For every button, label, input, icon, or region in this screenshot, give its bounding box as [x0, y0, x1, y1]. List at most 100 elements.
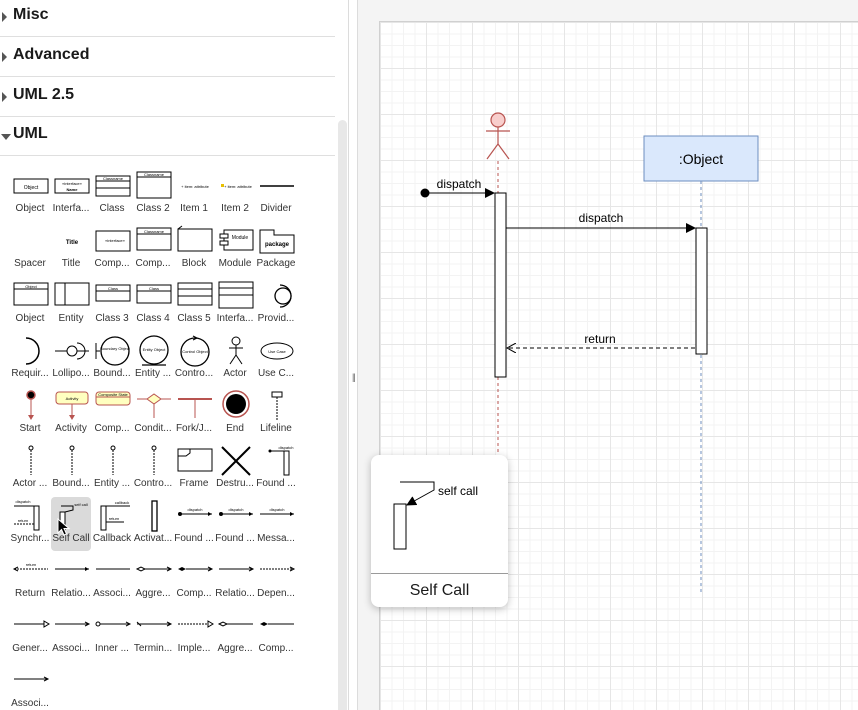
palette-item-found-thumbnail: dispatch	[268, 445, 294, 476]
palette-item-contro[interactable]: Contro...	[133, 442, 173, 496]
palette-item-relatio[interactable]: Relatio...	[215, 552, 255, 606]
palette-item-divider[interactable]: Divider	[256, 167, 296, 221]
preview-shape-label: self call	[438, 484, 478, 498]
svg-text:Title: Title	[66, 240, 79, 246]
palette-item-class-2-thumbnail: Classname	[136, 171, 172, 199]
palette-item-associ[interactable]: Associ...	[92, 552, 132, 606]
svg-text:dispatch: dispatch	[188, 507, 203, 512]
palette-item-label: Package	[256, 258, 296, 269]
palette-item-actor[interactable]: Actor	[215, 332, 255, 386]
palette-item-activat[interactable]: Activat...	[133, 497, 173, 551]
palette-item-termin[interactable]: Termin...	[133, 607, 173, 661]
palette-item-aggre[interactable]: Aggre...	[215, 607, 255, 661]
section-uml-25[interactable]: UML 2.5	[0, 78, 335, 117]
palette-item-aggre-thumbnail	[217, 621, 253, 627]
palette-item-end-thumbnail	[222, 390, 250, 418]
palette-item-found-thumbnail: dispatch	[219, 507, 253, 516]
splitter-grip-icon[interactable]: ||	[352, 372, 356, 382]
palette-item-aggre[interactable]: Aggre...	[133, 552, 173, 606]
section-misc[interactable]: Misc	[0, 0, 335, 37]
palette-item-associ[interactable]: Associ...	[10, 662, 50, 710]
palette-item-start[interactable]: Start	[10, 387, 50, 441]
palette-item-fork-j[interactable]: Fork/J...	[174, 387, 214, 441]
palette-item-relatio-thumbnail	[55, 567, 89, 571]
palette-item-entity[interactable]: Entity	[51, 277, 91, 331]
palette-item-termin-thumbnail	[136, 621, 173, 627]
palette-item-interfa[interactable]: Interfa...	[215, 277, 255, 331]
palette-item-destru[interactable]: Destru...	[215, 442, 255, 496]
palette-item-class-thumbnail: Classname	[95, 175, 131, 197]
svg-text:Boundary Object: Boundary Object	[100, 346, 131, 351]
section-misc-label: Misc	[13, 6, 49, 23]
palette-item-module-thumbnail: Module	[219, 229, 254, 251]
palette-item-actor[interactable]: Actor ...	[10, 442, 50, 496]
object-label: :Object	[679, 151, 723, 167]
palette-item-gener[interactable]: Gener...	[10, 607, 50, 661]
palette-item-label: Messa...	[257, 533, 295, 544]
palette-item-entity[interactable]: Entity ...	[92, 442, 132, 496]
section-uml[interactable]: UML	[0, 117, 335, 156]
palette-item-class-5-thumbnail	[177, 282, 213, 306]
palette-item-lollipo[interactable]: Lollipo...	[51, 332, 91, 386]
palette-item-condit[interactable]: Condit...	[133, 387, 173, 441]
palette-item-comp[interactable]: Comp...	[174, 552, 214, 606]
palette-item-comp-thumbnail: Classname	[136, 227, 172, 251]
svg-text:Object: Object	[25, 284, 37, 289]
palette-item-associ[interactable]: Associ...	[51, 607, 91, 661]
sidebar-scrollbar[interactable]	[338, 120, 347, 710]
palette-item-provid[interactable]: Provid...	[256, 277, 296, 331]
actor-activation-bar[interactable]	[494, 192, 507, 378]
return-message-label: return	[584, 332, 615, 346]
palette-item-relatio[interactable]: Relatio...	[51, 552, 91, 606]
palette-item-object-thumbnail: Object	[13, 178, 49, 194]
palette-item-comp[interactable]: Comp...	[256, 607, 296, 661]
actor-figure[interactable]	[486, 112, 510, 160]
object-activation-bar[interactable]	[695, 227, 708, 355]
palette-item-depen[interactable]: Depen...	[256, 552, 296, 606]
palette-item-block[interactable]: Block	[174, 222, 214, 276]
palette-item-class-5[interactable]: Class 5	[174, 277, 214, 331]
palette-item-inner[interactable]: Inner ...	[92, 607, 132, 661]
palette-item-comp[interactable]: «interface»Comp...	[92, 222, 132, 276]
palette-item-requir[interactable]: Requir...	[10, 332, 50, 386]
palette-item-lifeline[interactable]: Lifeline	[256, 387, 296, 441]
svg-text:Use Case: Use Case	[268, 349, 286, 354]
palette-item-imple[interactable]: Imple...	[174, 607, 214, 661]
object-box[interactable]	[643, 135, 759, 182]
palette-item-relatio-thumbnail	[219, 566, 255, 572]
palette-item-gener-thumbnail	[14, 620, 50, 628]
palette-item-actor-thumbnail	[229, 336, 243, 365]
palette-item-frame[interactable]: Frame	[174, 442, 214, 496]
palette-item-bound[interactable]: Bound...	[51, 442, 91, 496]
palette-item-end[interactable]: End	[215, 387, 255, 441]
palette-item-comp-thumbnail	[178, 566, 214, 572]
svg-text:dispatch: dispatch	[279, 445, 294, 450]
section-advanced[interactable]: Advanced	[0, 38, 335, 77]
